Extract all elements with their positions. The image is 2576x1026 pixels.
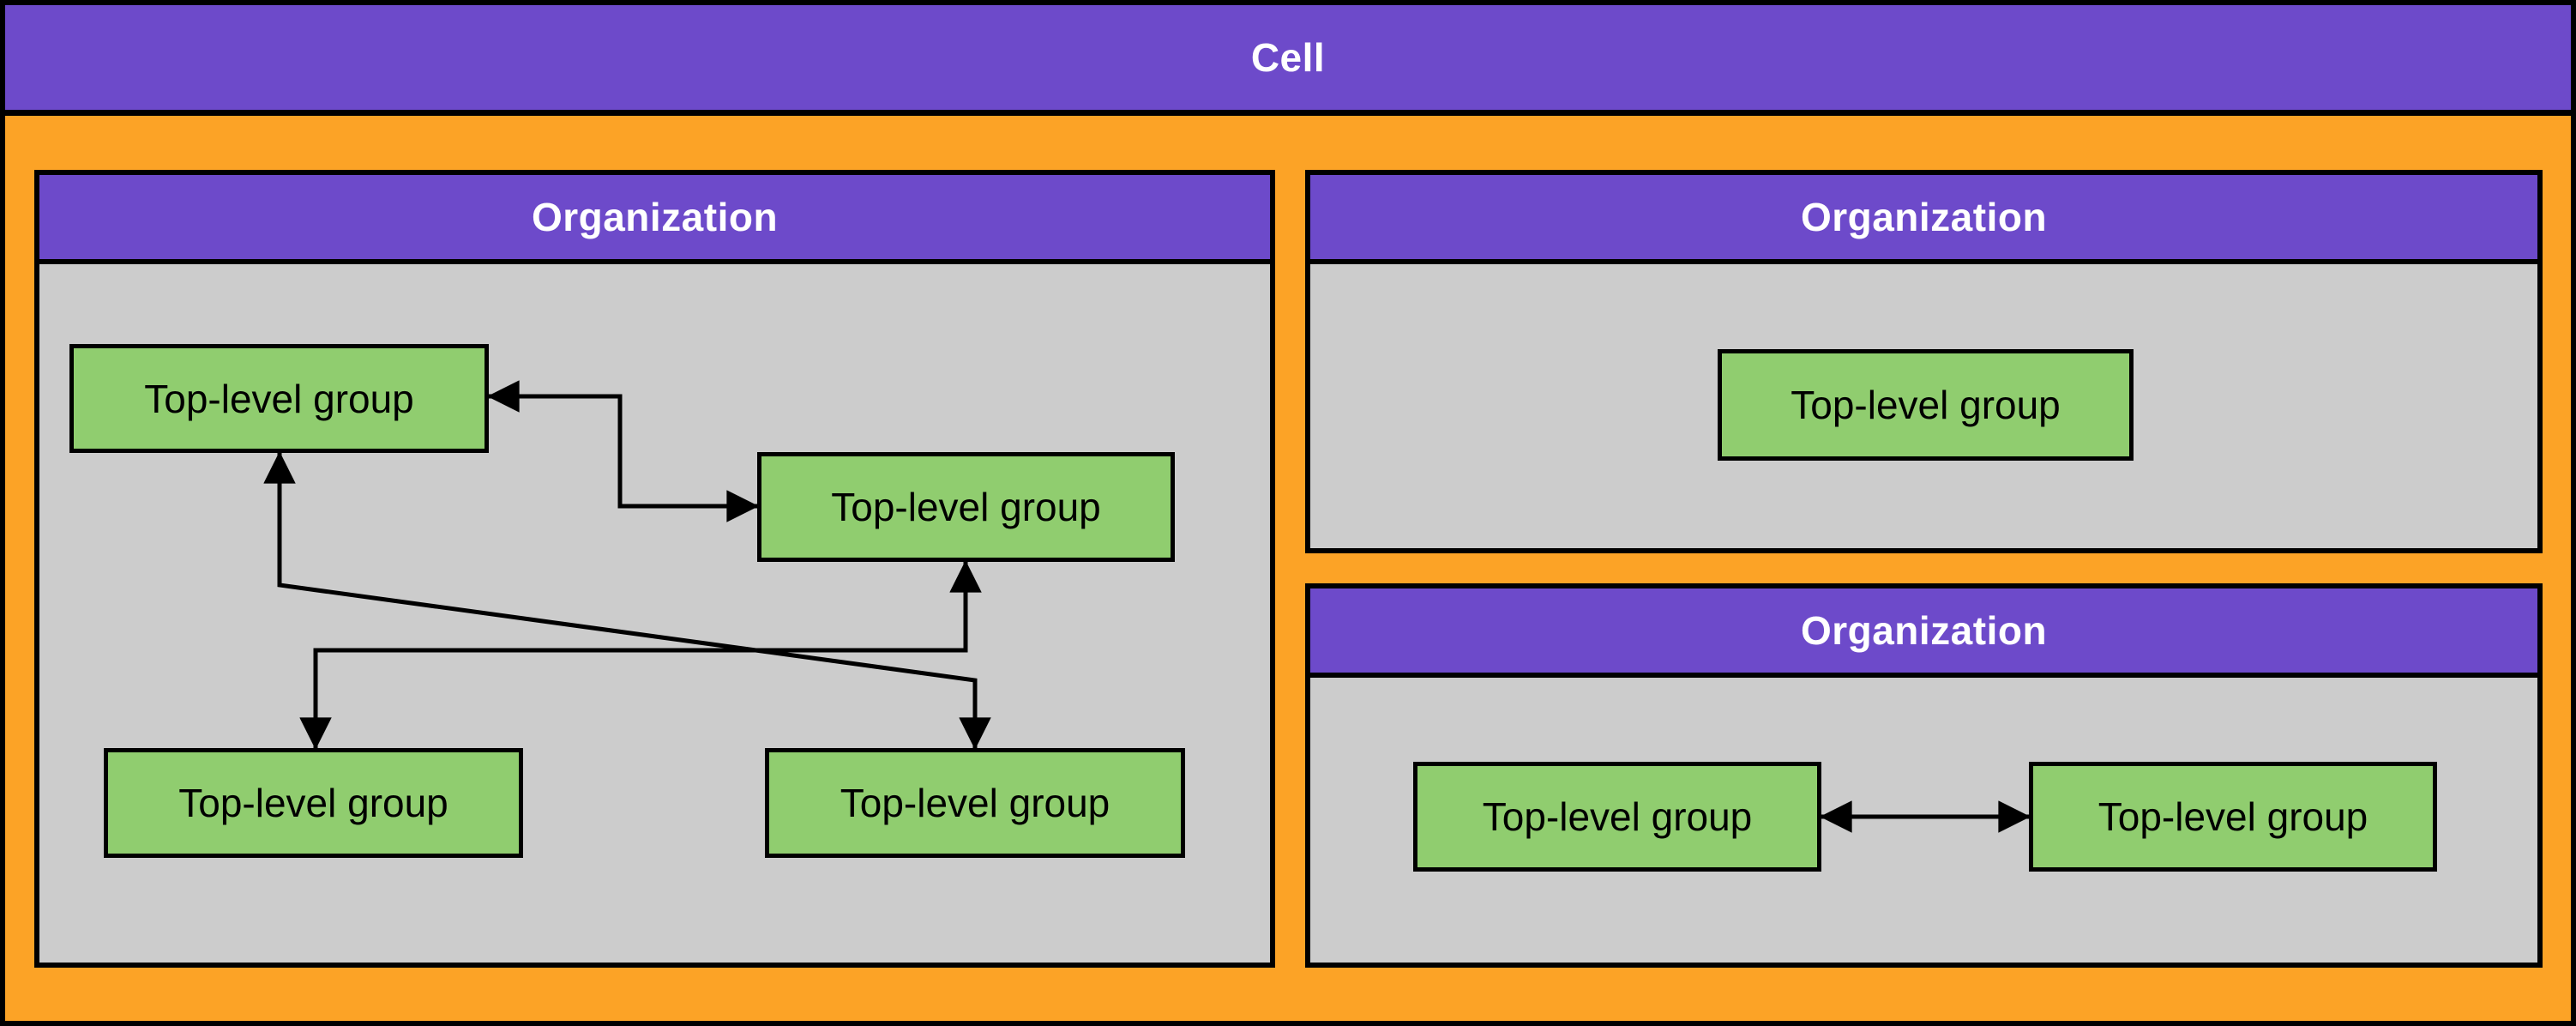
organization-top-right-title: Organization [1800,195,2048,239]
org1-group0-node: Top-level group [1718,349,2134,461]
cell-header: Cell [5,5,2571,116]
org1-group0-label: Top-level group [1791,383,2061,427]
org0-group0-label: Top-level group [144,376,414,421]
org0-group1-node: Top-level group [757,452,1175,562]
org0-group3-node: Top-level group [765,748,1185,858]
org0-group1-label: Top-level group [831,485,1101,529]
org0-group2-label: Top-level group [178,781,448,825]
org0-group2-node: Top-level group [104,748,523,858]
org2-group1-label: Top-level group [2098,794,2368,839]
org2-group0-node: Top-level group [1413,762,1821,872]
org0-group0-node: Top-level group [69,344,489,453]
org2-group1-node: Top-level group [2029,762,2437,872]
organization-bottom-right-header: Organization [1310,588,2537,678]
organization-top-right: Organization [1305,170,2543,553]
organization-bottom-right-title: Organization [1800,608,2048,653]
cell-label: Cell [1250,35,1326,80]
org2-group0-label: Top-level group [1482,794,1753,839]
organization-top-right-header: Organization [1310,175,2537,264]
organization-left-title: Organization [531,195,779,239]
organization-left-header: Organization [39,175,1270,264]
org0-group3-label: Top-level group [840,781,1110,825]
